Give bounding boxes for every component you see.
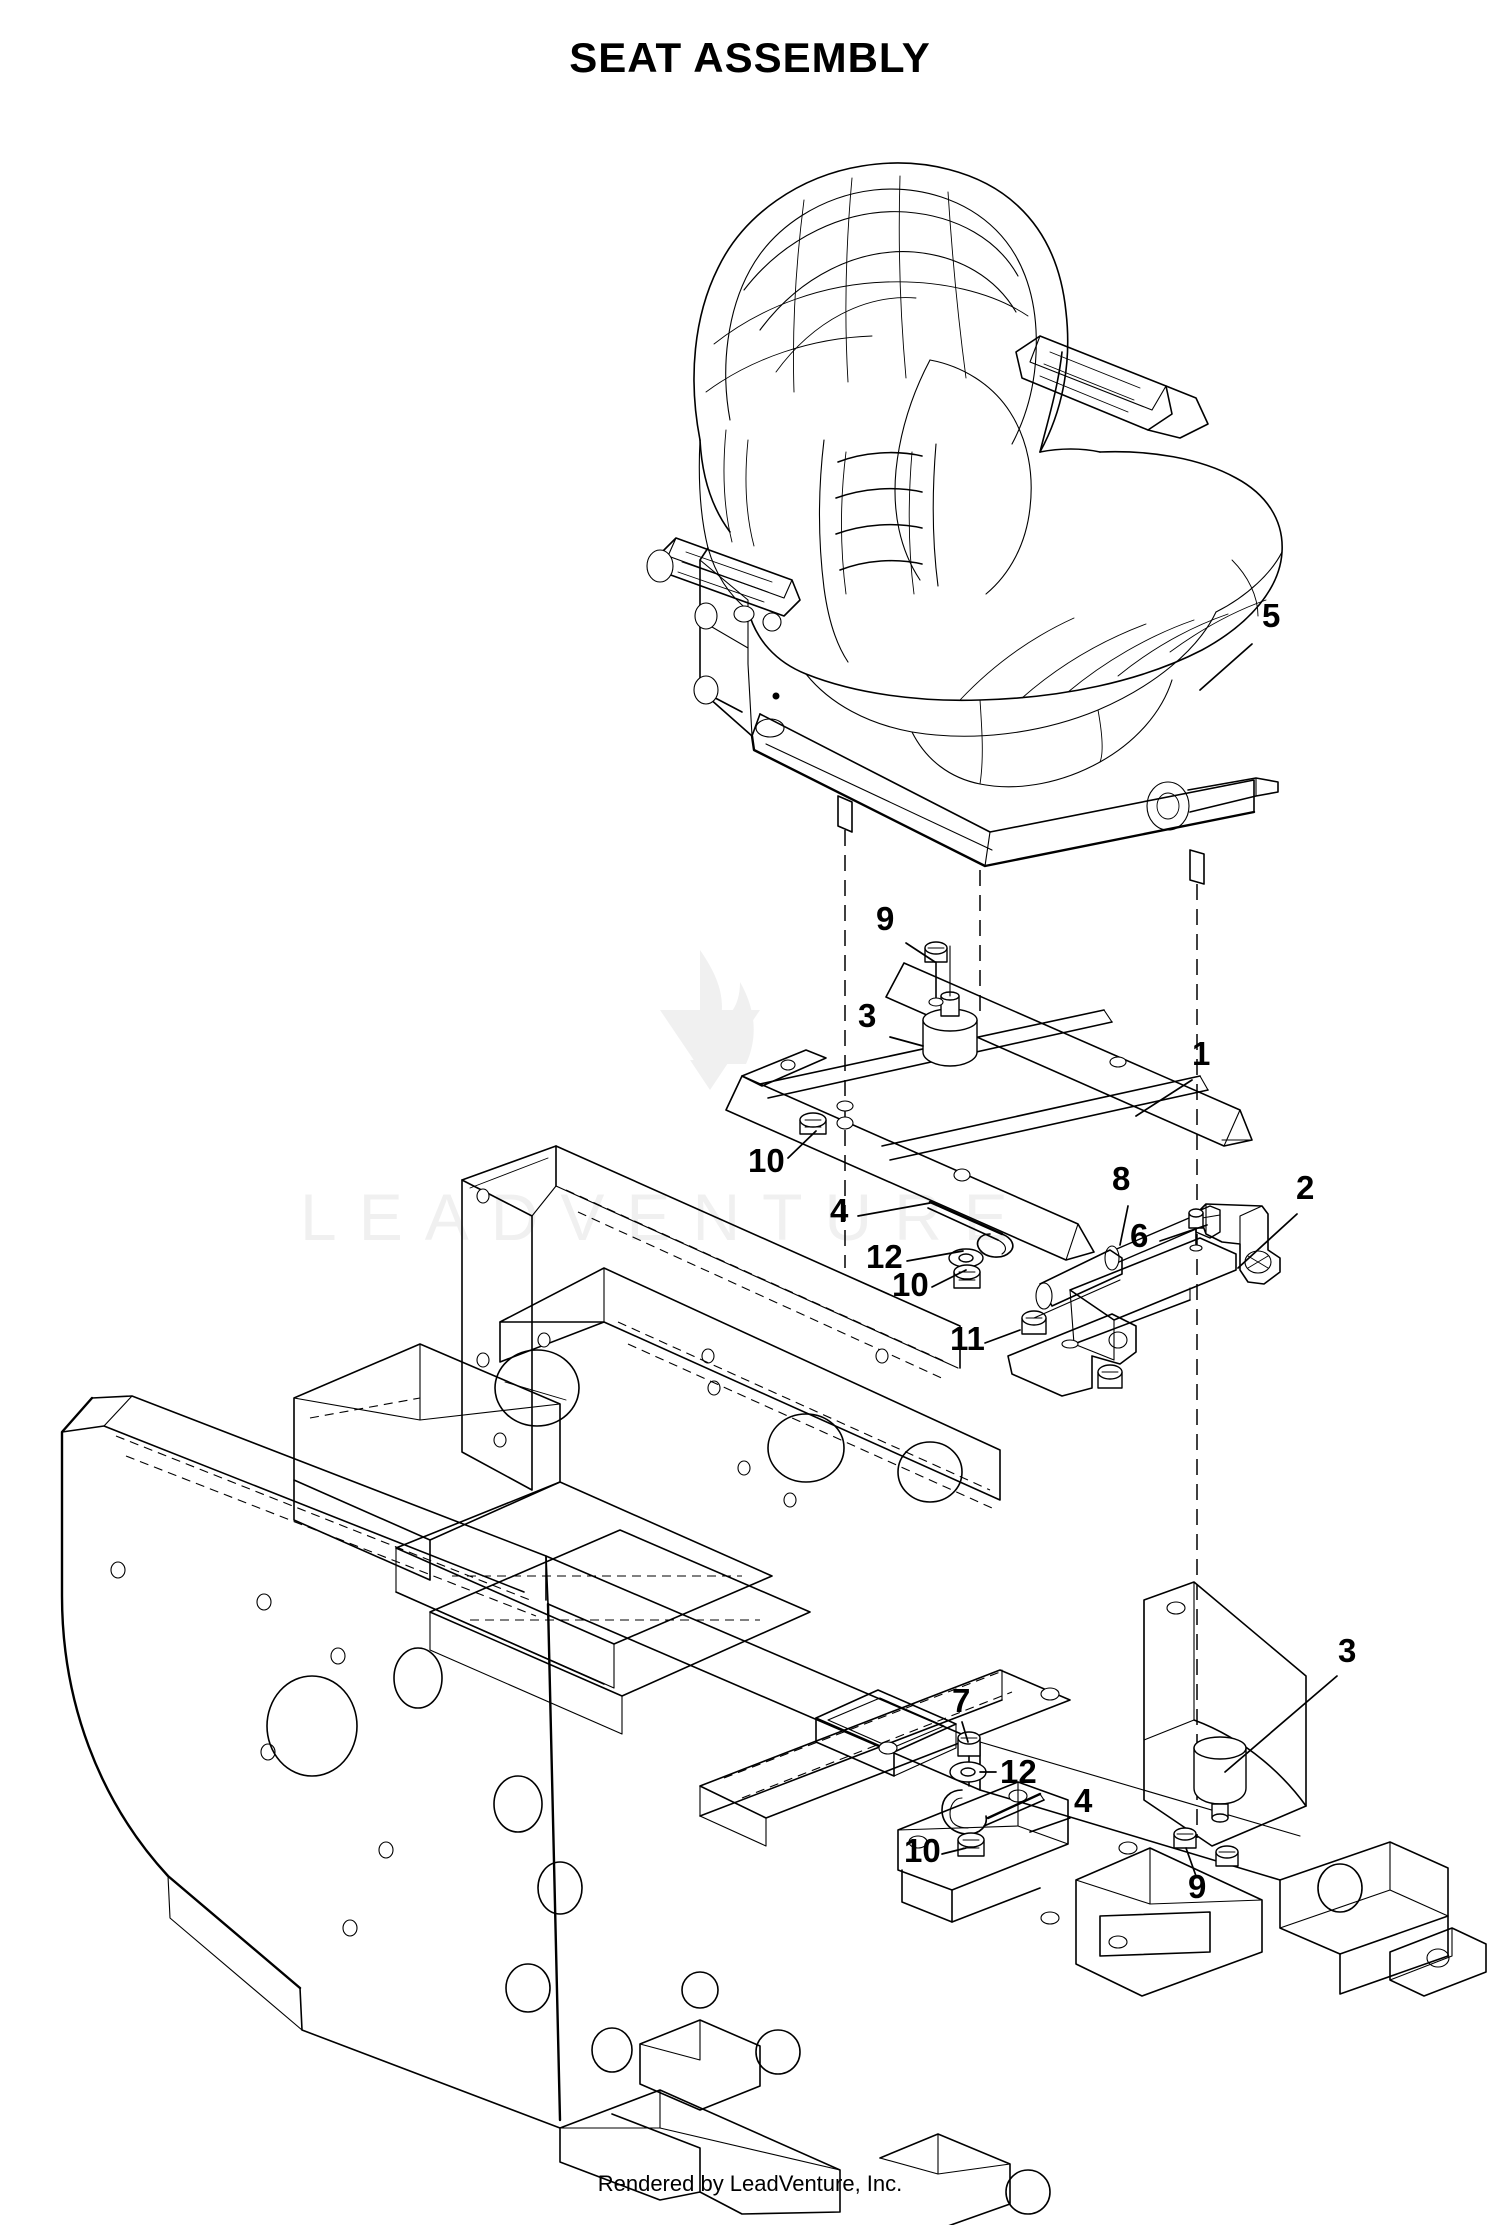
callout-label-2: 2 — [1296, 1169, 1314, 1206]
callout-4-upper: 4 — [830, 1192, 931, 1229]
callout-label-10-upper: 10 — [748, 1142, 785, 1179]
callout-9-upper: 9 — [876, 900, 936, 963]
part-12-washer-lower — [949, 1761, 987, 1783]
callout-10-upper: 10 — [748, 1130, 817, 1179]
callout-6: 6 — [1130, 1217, 1208, 1254]
callout-10-lower: 10 — [904, 1832, 967, 1869]
callout-2: 2 — [1237, 1169, 1314, 1269]
part-4-clevis-pin-lower — [897, 1781, 1069, 1923]
leadventure-watermark: LEADVENTURE — [300, 950, 1030, 1254]
callout-1: 1 — [1135, 1035, 1210, 1117]
callout-label-3-upper: 3 — [858, 997, 876, 1034]
callout-3-upper: 3 — [858, 997, 924, 1047]
part-5-seat — [646, 162, 1283, 885]
callout-label-12-upper: 12 — [866, 1238, 903, 1275]
seat-knob — [694, 602, 718, 630]
part-9-bolt-upper — [924, 941, 948, 1007]
callout-5: 5 — [1199, 597, 1280, 691]
part-3-bushing-upper — [922, 945, 978, 1067]
callout-label-12-lower: 12 — [1000, 1753, 1037, 1790]
callout-label-6: 6 — [1130, 1217, 1148, 1254]
machine-frame — [60, 1145, 1487, 2225]
callout-12-lower: 12 — [979, 1753, 1037, 1790]
part-12-washer-upper — [948, 1248, 984, 1268]
part-10-locknut-lower — [957, 1832, 985, 1857]
seat-adjust-knob — [693, 675, 719, 705]
callout-label-10-lower: 10 — [904, 1832, 941, 1869]
part-9-bolt-lower — [1173, 1827, 1239, 1867]
callouts-layer: 5 9 3 1 10 8 2 — [748, 597, 1356, 1905]
part-4-clevis-pin-upper — [927, 1200, 1014, 1258]
part-10-locknut-mid — [953, 1264, 981, 1289]
part-3-bushing-lower — [1193, 1736, 1247, 1823]
watermark-text: LEADVENTURE — [300, 1180, 1030, 1254]
callout-4-lower: 4 — [1029, 1782, 1093, 1833]
callout-7: 7 — [952, 1682, 970, 1743]
callout-11: 11 — [950, 1320, 1021, 1357]
callout-label-4-lower: 4 — [1074, 1782, 1093, 1819]
part-6-shoulder-bolt — [1188, 1208, 1204, 1252]
callout-label-7: 7 — [952, 1682, 970, 1719]
callout-label-10-mid: 10 — [892, 1266, 929, 1303]
part-11-bracket-nuts — [1007, 1279, 1137, 1397]
callout-label-9-upper: 9 — [876, 900, 894, 937]
callout-label-3-lower: 3 — [1338, 1632, 1356, 1669]
seat-pivot-knob — [1146, 781, 1190, 831]
callout-8: 8 — [1112, 1160, 1130, 1246]
page-footer: Rendered by LeadVenture, Inc. — [597, 2171, 903, 2196]
callout-label-9-lower: 9 — [1188, 1868, 1206, 1905]
callout-3-lower: 3 — [1224, 1632, 1356, 1773]
assembly-alignment-lines — [844, 830, 1198, 1838]
page-title: SEAT ASSEMBLY — [569, 34, 931, 81]
callout-label-5: 5 — [1262, 597, 1280, 634]
callout-label-1: 1 — [1192, 1035, 1210, 1072]
callout-label-4-upper: 4 — [830, 1192, 849, 1229]
callout-12-upper: 12 — [866, 1238, 964, 1275]
left-armrest-end — [646, 549, 674, 583]
callout-10-mid: 10 — [892, 1266, 967, 1303]
callout-label-8: 8 — [1112, 1160, 1130, 1197]
watermark-flame-icon — [660, 950, 760, 1090]
callout-label-11: 11 — [950, 1320, 985, 1357]
part-10-locknut-upper — [799, 1100, 854, 1135]
callout-9-lower: 9 — [1185, 1847, 1206, 1905]
